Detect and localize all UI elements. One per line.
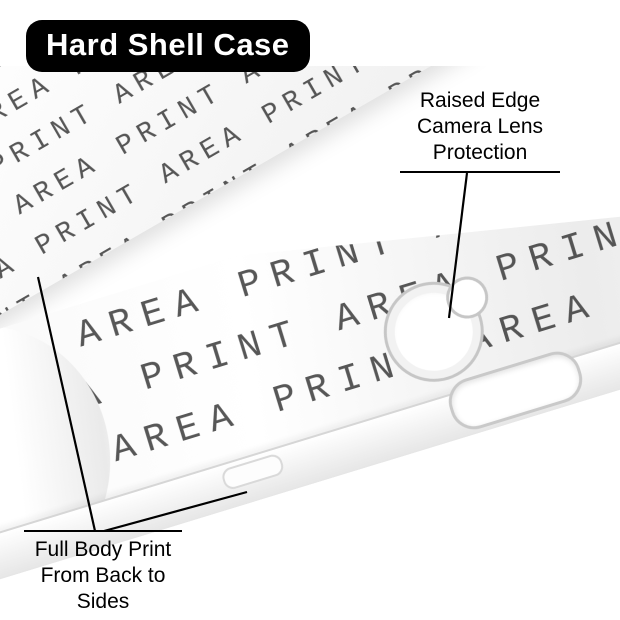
annotation-full-body-line2: From Back to [40,564,166,587]
annotation-camera-line2: Camera Lens [416,115,544,138]
annotation-camera-lens: Raised Edge Camera Lens Protection [400,88,560,173]
annotation-full-body-line3: Sides [76,590,130,613]
annotation-camera-line1: Raised Edge [419,89,541,112]
annotation-full-body-print: Full Body Print From Back to Sides [24,530,182,615]
annotation-camera-line3: Protection [432,141,528,164]
product-type-badge: Hard Shell Case [26,20,310,72]
annotation-full-body-line1: Full Body Print [34,538,172,561]
product-type-badge-label: Hard Shell Case [46,27,290,62]
